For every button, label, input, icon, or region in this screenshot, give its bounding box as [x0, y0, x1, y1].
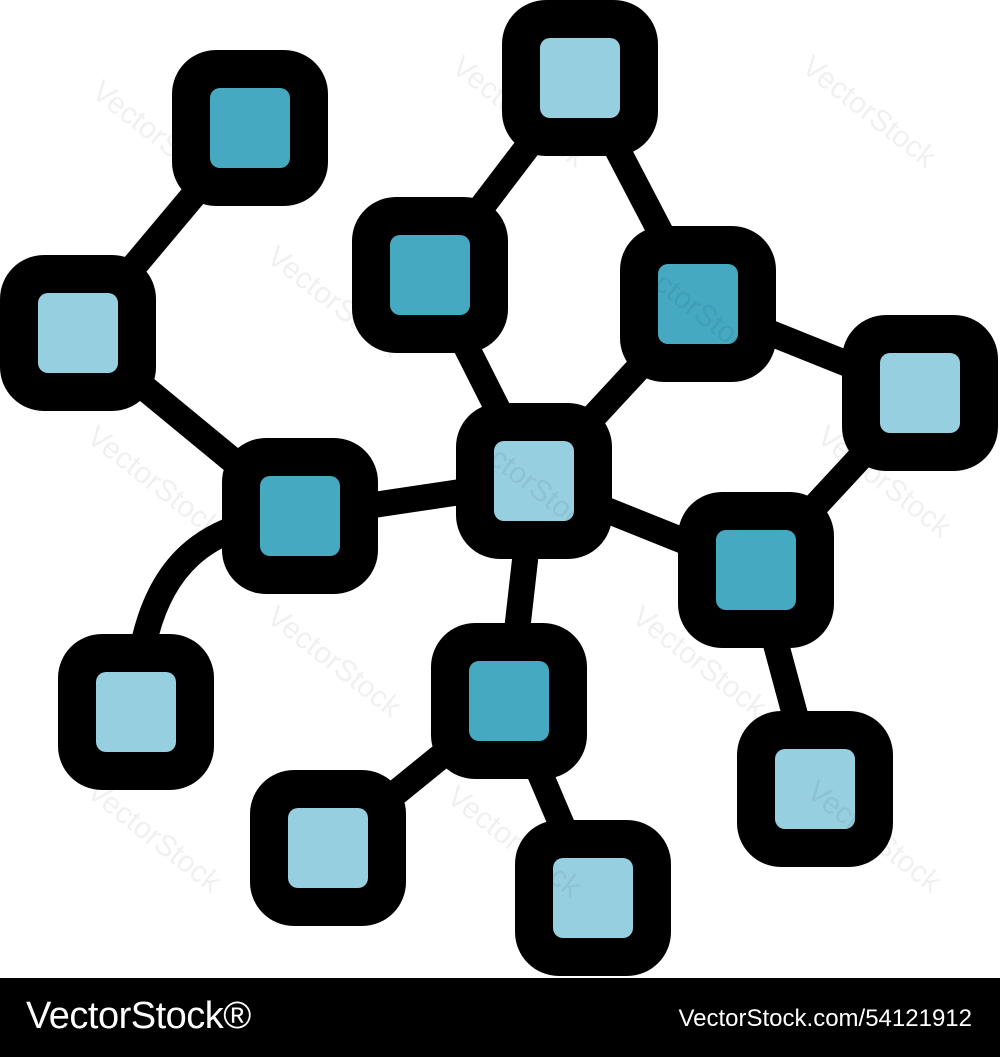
- node-n1: [172, 50, 328, 206]
- node-n8: [842, 315, 998, 471]
- node-n4: [58, 634, 214, 790]
- node-n5: [502, 0, 658, 156]
- diagram-nodes: [0, 0, 998, 976]
- watermark-text: VectorStock: [261, 600, 408, 725]
- node-n13: [250, 770, 406, 926]
- node-n3: [222, 438, 378, 594]
- footer-brand-logo: VectorStock®: [26, 995, 251, 1037]
- node-n6: [352, 197, 508, 353]
- node-n9: [456, 403, 612, 559]
- node-fill-light: [96, 672, 176, 752]
- watermark-text: VectorStock: [796, 50, 943, 175]
- node-fill-light: [38, 293, 118, 373]
- node-fill-dark: [390, 235, 470, 315]
- node-fill-light: [553, 858, 633, 938]
- node-fill-dark: [658, 264, 738, 344]
- node-n7: [620, 226, 776, 382]
- footer-image-id: VectorStock.com/54121912: [678, 1005, 972, 1032]
- node-fill-dark: [210, 88, 290, 168]
- node-fill-dark: [260, 476, 340, 556]
- node-n10: [678, 492, 834, 648]
- node-fill-light: [494, 441, 574, 521]
- node-fill-light: [775, 749, 855, 829]
- node-n12: [737, 711, 893, 867]
- node-fill-light: [880, 353, 960, 433]
- watermark-text: VectorStock: [81, 775, 228, 900]
- node-fill-dark: [716, 530, 796, 610]
- node-fill-dark: [469, 661, 549, 741]
- footer-bar: VectorStock® VectorStock.com/54121912: [0, 978, 1000, 1057]
- node-n2: [0, 255, 156, 411]
- node-fill-light: [288, 808, 368, 888]
- node-n14: [515, 820, 671, 976]
- network-diagram: VectorStock VectorStock VectorStock Vect…: [0, 0, 998, 976]
- node-n11: [431, 623, 587, 779]
- node-fill-light: [540, 38, 620, 118]
